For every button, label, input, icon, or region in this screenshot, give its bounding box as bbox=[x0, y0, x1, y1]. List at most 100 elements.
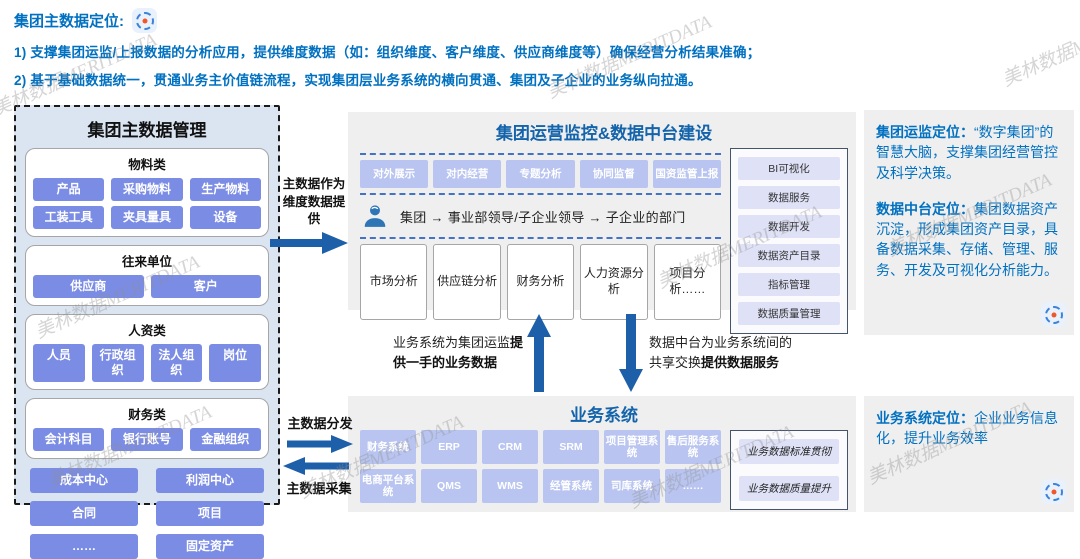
side-item: 业务数据质量提升 bbox=[739, 476, 839, 501]
side-item: 业务数据标准贯彻 bbox=[739, 439, 839, 464]
master-data-item: 工装工具 bbox=[33, 206, 105, 229]
master-data-item: 项目 bbox=[156, 501, 264, 526]
system-chip: WMS bbox=[482, 469, 538, 503]
operation-positioning-text: 集团运监定位：“数字集团”的智慧大脑，支撑集团经营管控及科学决策。 bbox=[876, 122, 1062, 183]
flow-text-up: 业务系统为集团运监提供一手的业务数据 bbox=[393, 333, 533, 372]
group-label: 往来单位 bbox=[121, 255, 172, 269]
operation-positioning-label: 集团运监定位： bbox=[876, 124, 974, 140]
tab-chip: 协同监督 bbox=[579, 160, 648, 188]
platform-capability: BI可视化 bbox=[738, 157, 840, 180]
target-icon bbox=[1041, 479, 1066, 504]
arrow-right-provide-icon bbox=[270, 232, 348, 254]
master-data-item: 采购物料 bbox=[111, 178, 183, 201]
tab-chip: 国资监管上报 bbox=[652, 160, 722, 188]
arrow-left-collect-icon bbox=[283, 457, 349, 475]
master-data-item: 法人组织 bbox=[150, 344, 203, 382]
system-chip: 经管系统 bbox=[543, 469, 599, 503]
platform-capability: 数据服务 bbox=[738, 186, 840, 209]
flow-text-down-normal: 数据中台为业务系统间的共享交换 bbox=[649, 335, 793, 370]
platform-capability: 数据开发 bbox=[738, 215, 840, 238]
group-material: 物料类 产品 采购物料 生产物料 工装工具 夹具量具 设备 bbox=[25, 148, 269, 237]
master-data-item: 人员 bbox=[33, 344, 85, 382]
group-finance: 财务类 会计科目 银行账号 金融组织 bbox=[25, 398, 269, 459]
business-positioning-text: 业务系统定位：企业业务信息化，提升业务效率 bbox=[876, 408, 1062, 449]
group-partners: 往来单位 供应商 客户 bbox=[25, 245, 269, 306]
monitor-tabs: 对外展示 对内经营 专题分析 协同监督 国资监管上报 bbox=[360, 160, 722, 188]
systems-grid: 财务系统 ERP CRM SRM 项目管理系统 售后服务系统 电商平台系统 QM… bbox=[360, 430, 721, 510]
arrow-up-business-data-icon bbox=[527, 314, 551, 392]
group-label: 财务类 bbox=[128, 408, 166, 422]
system-chip: 电商平台系统 bbox=[360, 469, 416, 503]
loose-items: 成本中心 利润中心 合同 项目 …… 固定资产 bbox=[25, 468, 269, 559]
system-chip: 项目管理系统 bbox=[604, 430, 660, 464]
dashed-separator bbox=[360, 193, 721, 195]
master-data-item: 利润中心 bbox=[156, 468, 264, 493]
group-label: 物料类 bbox=[128, 158, 166, 172]
header-point-1: 1) 支撑集团运监/上报数据的分析应用，提供维度数据（如：组织维度、客户维度、供… bbox=[14, 45, 761, 60]
flow-label-dimension-provide: 主数据作为维度数据提供 bbox=[282, 177, 346, 226]
flow-text-down-bold: 提供数据服务 bbox=[701, 354, 780, 370]
person-icon bbox=[362, 203, 388, 229]
operation-monitor-box: 集团运营监控&数据中台建设 对外展示 对内经营 专题分析 协同监督 国资监管上报 bbox=[348, 112, 856, 334]
master-data-item: 生产物料 bbox=[189, 178, 261, 201]
system-chip: QMS bbox=[421, 469, 477, 503]
header: 集团主数据定位: 1) 支撑集团运监/上报数据的分析应用，提供维度数据（如：组织… bbox=[14, 8, 1069, 89]
platform-positioning-text: 数据中台定位：集团数据资产沉淀，形成集团资产目录，具备数据采集、存储、管理、服务… bbox=[876, 199, 1062, 280]
analysis-box: 项目分析…… bbox=[653, 244, 722, 320]
analysis-box: 供应链分析 bbox=[433, 244, 501, 320]
analysis-box: 人力资源分析 bbox=[580, 244, 648, 320]
master-data-item: 客户 bbox=[150, 275, 261, 298]
master-data-item: 合同 bbox=[30, 501, 138, 526]
business-positioning-body: 企业业务信息化，提升业务效率 bbox=[876, 410, 1058, 447]
arrow-down-data-service-icon bbox=[619, 314, 643, 392]
system-chip: ERP bbox=[421, 430, 477, 464]
flow-text-up-normal: 业务系统为集团运监 bbox=[393, 335, 511, 350]
org-hierarchy-text: 集团 → 事业部领导/子企业领导 → 子企业的部门 bbox=[400, 209, 686, 225]
master-data-item: 岗位 bbox=[209, 344, 261, 382]
analysis-boxes: 市场分析 供应链分析 财务分析 人力资源分析 项目分析…… bbox=[360, 244, 722, 320]
master-data-item: 设备 bbox=[189, 206, 261, 229]
positioning-panel-bottom: 业务系统定位：企业业务信息化，提升业务效率 bbox=[864, 396, 1074, 512]
platform-capability: 数据资产目录 bbox=[738, 244, 840, 267]
data-platform-stack: BI可视化 数据服务 数据开发 数据资产目录 指标管理 数据质量管理 bbox=[730, 148, 848, 334]
system-chip: 售后服务系统 bbox=[665, 430, 721, 464]
tab-chip: 对内经营 bbox=[433, 160, 502, 188]
master-data-item: 供应商 bbox=[33, 275, 144, 298]
arrow-right-distribute-icon bbox=[287, 435, 353, 453]
master-data-item: 会计科目 bbox=[33, 428, 105, 451]
master-data-item: 成本中心 bbox=[30, 468, 138, 493]
platform-positioning-label: 数据中台定位： bbox=[876, 200, 974, 217]
master-data-item: 行政组织 bbox=[91, 344, 144, 382]
target-icon bbox=[1041, 302, 1066, 327]
positioning-panel-top: 集团运监定位：“数字集团”的智慧大脑，支撑集团经营管控及科学决策。 数据中台定位… bbox=[864, 110, 1074, 335]
platform-positioning-body: 集团数据资产沉淀，形成集团资产目录，具备数据采集、存储、管理、服务、开发及可视化… bbox=[876, 200, 1058, 278]
master-data-panel-title: 集团主数据管理 bbox=[87, 121, 207, 140]
analysis-box: 财务分析 bbox=[506, 244, 575, 320]
system-chip: SRM bbox=[543, 430, 599, 464]
target-icon bbox=[132, 8, 157, 33]
system-chip: 司库系统 bbox=[604, 469, 660, 503]
flow-text-up-bold: 提供一手的业务数据 bbox=[393, 335, 524, 370]
master-data-panel: 集团主数据管理 物料类 产品 采购物料 生产物料 工装工具 夹具量具 设备 往来… bbox=[14, 105, 280, 559]
master-data-item: 固定资产 bbox=[156, 534, 264, 559]
business-systems-title: 业务系统 bbox=[570, 406, 638, 425]
platform-capability: 数据质量管理 bbox=[738, 302, 840, 325]
flow-text-down: 数据中台为业务系统间的共享交换提供数据服务 bbox=[649, 333, 801, 372]
business-data-side-box: 业务数据标准贯彻 业务数据质量提升 bbox=[730, 430, 848, 510]
flow-label-collect: 主数据采集 bbox=[286, 481, 352, 496]
platform-capability: 指标管理 bbox=[738, 273, 840, 296]
master-data-item: 产品 bbox=[33, 178, 105, 201]
master-data-item: …… bbox=[30, 534, 138, 559]
dashed-separator bbox=[360, 237, 721, 239]
dashed-separator bbox=[360, 153, 721, 155]
business-positioning-label: 业务系统定位： bbox=[876, 410, 974, 426]
org-hierarchy-row: 集团 → 事业部领导/子企业领导 → 子企业的部门 bbox=[360, 200, 721, 232]
analysis-box: 市场分析 bbox=[360, 244, 428, 320]
operation-monitor-title: 集团运营监控&数据中台建设 bbox=[495, 124, 713, 143]
tab-chip: 对外展示 bbox=[360, 160, 429, 188]
operation-positioning-body: “数字集团”的智慧大脑，支撑集团经营管控及科学决策。 bbox=[876, 124, 1058, 181]
header-point-2: 2) 基于基础数据统一，贯通业务主价值链流程，实现集团层业务系统的横向贯通、集团… bbox=[14, 73, 702, 88]
tab-chip: 专题分析 bbox=[506, 160, 575, 188]
system-chip: …… bbox=[665, 469, 721, 503]
system-chip: 财务系统 bbox=[360, 430, 416, 464]
